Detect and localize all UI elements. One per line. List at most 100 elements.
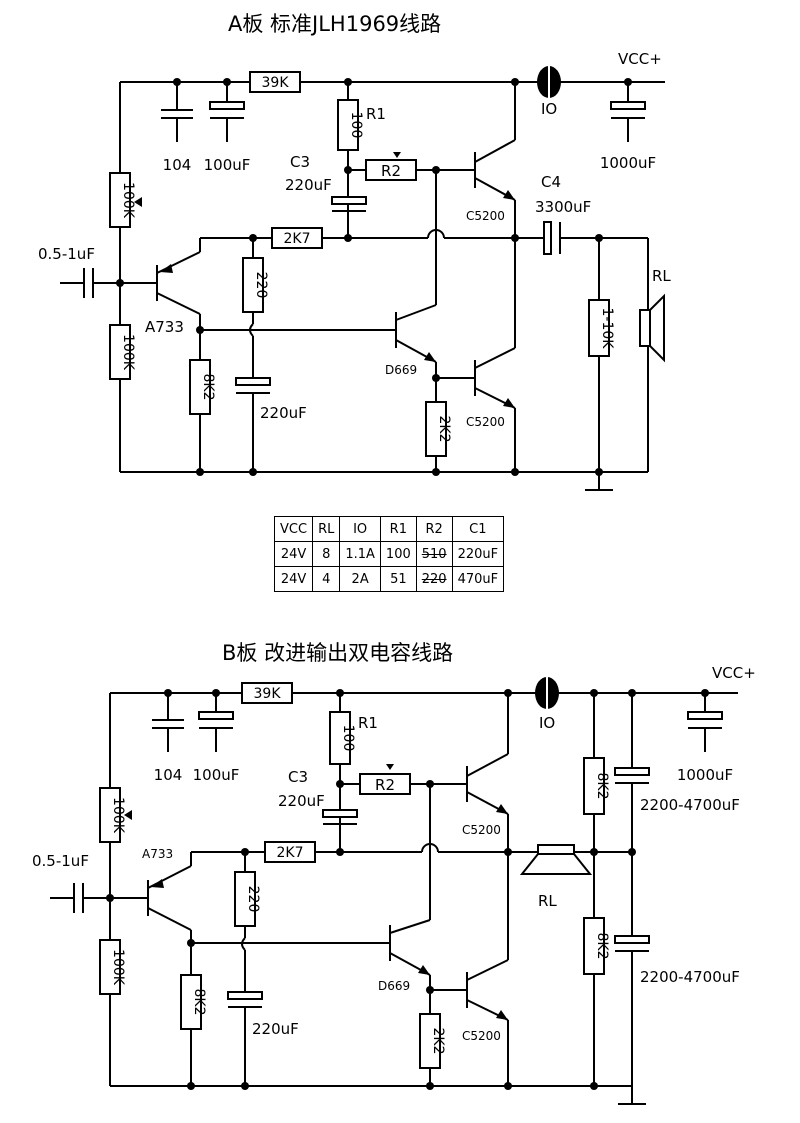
b-resistor-8k2: 8K2 xyxy=(180,974,207,1086)
svg-text:C3: C3 xyxy=(290,153,310,171)
svg-text:D669: D669 xyxy=(378,979,410,993)
b-cap-104: 104 xyxy=(152,693,184,784)
svg-text:100K: 100K xyxy=(110,797,126,834)
b-transistor-d669: D669 xyxy=(378,919,431,1014)
a-resistor-2k2: 2K2 xyxy=(425,401,452,472)
table-header: R2 xyxy=(415,516,453,542)
b-transistor-c5200-bottom: C5200 xyxy=(430,852,509,1086)
a-transistor-d669: D669 xyxy=(385,304,437,402)
a-transistor-c5200-bottom: C5200 xyxy=(436,238,516,472)
b-vcc-supply: VCC+ 1000uF xyxy=(677,664,756,784)
a-cap-c4: C4 3300uF xyxy=(535,173,648,255)
b-resistor-220: 220 xyxy=(234,852,261,992)
b-resistor-2k7: 2K7 xyxy=(264,841,540,863)
svg-text:RL: RL xyxy=(652,267,671,285)
svg-text:R1: R1 xyxy=(366,105,386,123)
svg-text:39K: 39K xyxy=(254,686,282,702)
svg-text:100K: 100K xyxy=(120,334,136,371)
table-header-row: VCC RL IO R1 R2 C1 xyxy=(273,516,505,542)
svg-text:C5200: C5200 xyxy=(462,823,501,837)
svg-text:2K7: 2K7 xyxy=(284,231,311,247)
svg-text:2200-4700uF: 2200-4700uF xyxy=(640,968,740,986)
table-row: 24V 4 2A 51 220 470uF xyxy=(273,566,505,592)
parameter-table: VCC RL IO R1 R2 C1 24V 8 1.1A 100 510 22… xyxy=(273,516,505,592)
svg-text:3300uF: 3300uF xyxy=(535,198,591,216)
a-junctions xyxy=(116,78,632,476)
svg-text:100K: 100K xyxy=(120,182,136,219)
svg-text:220: 220 xyxy=(253,272,269,299)
svg-text:A733: A733 xyxy=(142,847,173,861)
a-speaker: RL xyxy=(639,238,671,472)
b-resistor-100k: 100K xyxy=(99,939,126,1086)
svg-text:C5200: C5200 xyxy=(466,209,505,223)
b-pot-r2: R2 xyxy=(340,764,467,920)
b-cap-100uf: 100uF xyxy=(193,693,240,784)
svg-text:220uF: 220uF xyxy=(285,176,332,194)
svg-text:2200-4700uF: 2200-4700uF xyxy=(640,796,740,814)
svg-text:C5200: C5200 xyxy=(466,415,505,429)
svg-text:1000uF: 1000uF xyxy=(677,766,733,784)
b-resistor-2k2: 2K2 xyxy=(419,1013,446,1086)
svg-text:D669: D669 xyxy=(385,363,417,377)
a-fuse-io: IO xyxy=(537,66,561,118)
a-resistor-load: 1-10K xyxy=(588,238,615,472)
svg-text:RL: RL xyxy=(538,892,557,910)
a-cap-104: 104 xyxy=(161,82,193,174)
svg-text:104: 104 xyxy=(163,156,192,174)
svg-text:220uF: 220uF xyxy=(278,792,325,810)
svg-text:8K2: 8K2 xyxy=(200,374,216,401)
a-transistor-a733: A733 xyxy=(145,237,272,360)
svg-text:IO: IO xyxy=(541,100,557,118)
a-resistor-220: 220 xyxy=(242,238,269,378)
a-cap-100uf: 100uF xyxy=(204,82,250,174)
svg-text:R2: R2 xyxy=(381,162,401,180)
a-input-cap: 0.5-1uF xyxy=(38,245,157,298)
svg-text:100uF: 100uF xyxy=(193,766,240,784)
svg-text:2K2: 2K2 xyxy=(430,1028,446,1055)
svg-text:100: 100 xyxy=(340,725,356,752)
svg-text:100K: 100K xyxy=(110,949,126,986)
svg-text:VCC+: VCC+ xyxy=(712,664,756,682)
a-transistor-c5200-top: C5200 xyxy=(466,82,516,238)
svg-text:C4: C4 xyxy=(541,173,561,191)
a-vcc-supply: VCC+ 1000uF xyxy=(600,50,662,172)
b-transistor-a733: A733 xyxy=(142,847,265,975)
b-junctions xyxy=(106,689,709,1090)
svg-text:8K2: 8K2 xyxy=(594,933,610,960)
svg-text:VCC+: VCC+ xyxy=(618,50,662,68)
a-resistor-39k: 39K xyxy=(249,71,301,93)
table-cell: 2A xyxy=(339,566,381,592)
table-header: R1 xyxy=(379,516,417,542)
svg-text:0.5-1uF: 0.5-1uF xyxy=(38,245,95,263)
b-transistor-c5200-top: C5200 xyxy=(462,693,509,852)
board-b-title: B板 改进输出双电容线路 xyxy=(222,641,453,665)
b-cap-220uf: 220uF xyxy=(227,991,299,1086)
b-resistor-r1: 100 R1 xyxy=(329,693,378,852)
table-cell: 510 xyxy=(415,541,453,567)
b-resistor-39k: 39K xyxy=(241,682,293,704)
table-cell: 470uF xyxy=(451,566,505,592)
svg-text:1-10K: 1-10K xyxy=(599,308,615,350)
svg-text:8K2: 8K2 xyxy=(594,773,610,800)
table-cell: 1.1A xyxy=(339,541,381,567)
svg-text:R2: R2 xyxy=(375,776,395,794)
svg-text:8K2: 8K2 xyxy=(191,989,207,1016)
a-resistor-8k2: 8K2 xyxy=(189,359,216,472)
board-b: B板 改进输出双电容线路 39K 104 100uF xyxy=(32,641,756,1105)
a-resistor-100k: 100K xyxy=(109,324,136,472)
b-input-cap: 0.5-1uF xyxy=(32,852,148,913)
svg-text:104: 104 xyxy=(154,766,183,784)
table-header: RL xyxy=(312,516,341,542)
a-resistor-r1: 100 R1 xyxy=(337,82,386,238)
table-cell: 220 xyxy=(415,566,453,592)
table-header: C1 xyxy=(451,516,505,542)
table-header: IO xyxy=(339,516,381,542)
svg-text:IO: IO xyxy=(539,714,555,732)
b-resistor-8k2-top: 8K2 xyxy=(583,693,610,918)
svg-text:220: 220 xyxy=(245,886,261,913)
a-cap-c3: C3 220uF xyxy=(285,153,367,212)
b-ground-rail xyxy=(110,1085,646,1105)
svg-text:220uF: 220uF xyxy=(252,1020,299,1038)
svg-text:C3: C3 xyxy=(288,768,308,786)
